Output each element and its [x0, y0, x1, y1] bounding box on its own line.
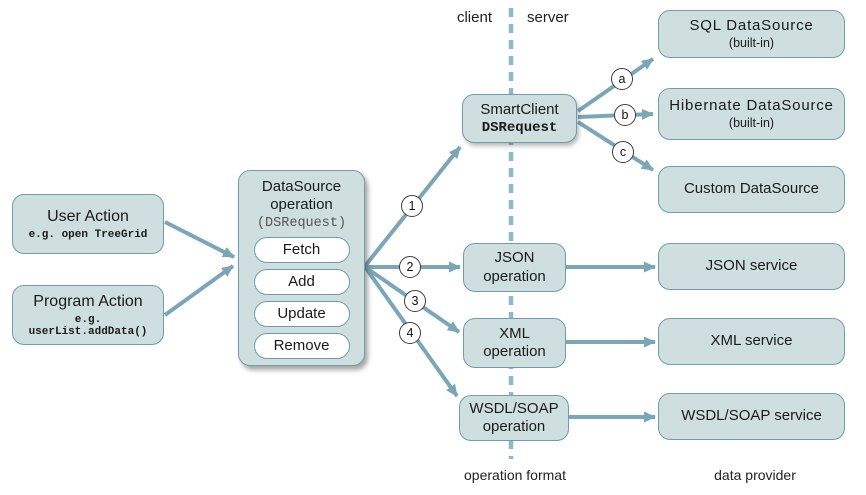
- update-operation-pill: Update: [253, 300, 350, 327]
- smartclient-dsrequest-label: DSRequest: [481, 119, 558, 136]
- json-operation-line1: JSON: [494, 249, 535, 267]
- datasource-operation-box: DataSource operation (DSRequest) Fetch A…: [238, 170, 365, 366]
- arrow-program-action-to-datasource: [163, 264, 235, 317]
- fetch-operation-pill: Fetch: [253, 236, 350, 263]
- arrow-badge-1: 1: [401, 195, 423, 217]
- add-operation-pill: Add: [253, 268, 350, 295]
- arrow-badge-4: 4: [399, 322, 421, 344]
- user-action-box: User Action e.g. open TreeGrid: [12, 194, 164, 254]
- xml-service-box: XML service: [658, 318, 845, 365]
- arrow-badge-2: 2: [399, 256, 421, 278]
- hibernate-datasource-box: Hibernate DataSource (built-in): [658, 88, 845, 140]
- program-action-title: Program Action: [33, 292, 143, 310]
- arrow-user-action-to-datasource: [164, 220, 235, 259]
- xml-operation-line1: XML: [499, 324, 530, 342]
- wsdl-soap-operation-box: WSDL/SOAP operation: [459, 395, 569, 441]
- wsdl-soap-operation-line2: operation: [482, 418, 546, 435]
- sql-datasource-subtitle: (built-in): [728, 36, 775, 51]
- user-action-title: User Action: [47, 207, 129, 225]
- dsrequest-type-label: (DSRequest): [256, 215, 347, 231]
- operation-format-label: operation format: [464, 467, 566, 483]
- arrow-badge-3: 3: [404, 290, 426, 312]
- program-action-example: e.g. userList.addData(): [28, 314, 148, 339]
- smartclient-dsrequest-box: SmartClient DSRequest: [462, 94, 577, 143]
- custom-datasource-box: Custom DataSource: [658, 166, 845, 213]
- data-provider-label: data provider: [714, 467, 796, 483]
- client-zone-label: client: [456, 9, 492, 26]
- datasource-operation-title-line2: operation: [270, 196, 333, 214]
- json-service-title: JSON service: [705, 257, 798, 275]
- program-action-box: Program Action e.g. userList.addData(): [12, 285, 164, 345]
- xml-operation-box: XML operation: [463, 318, 566, 368]
- json-operation-line2: operation: [483, 267, 546, 285]
- hibernate-datasource-title: Hibernate DataSource: [669, 96, 834, 114]
- hibernate-datasource-subtitle: (built-in): [728, 116, 775, 131]
- json-service-box: JSON service: [658, 243, 845, 290]
- json-operation-box: JSON operation: [463, 243, 566, 292]
- server-zone-label: server: [527, 9, 569, 26]
- user-action-example: e.g. open TreeGrid: [28, 229, 148, 242]
- xml-operation-line2: operation: [483, 343, 546, 360]
- smartclient-title: SmartClient: [480, 101, 559, 119]
- arrow-badge-c: c: [612, 141, 634, 163]
- custom-datasource-title: Custom DataSource: [683, 180, 820, 198]
- wsdl-soap-service-title: WSDL/SOAP service: [681, 407, 822, 425]
- datasource-operation-title-line1: DataSource: [261, 178, 342, 195]
- wsdl-soap-service-box: WSDL/SOAP service: [658, 393, 845, 440]
- remove-operation-pill: Remove: [253, 332, 350, 359]
- wsdl-soap-operation-line1: WSDL/SOAP: [469, 399, 559, 417]
- sql-datasource-box: SQL DataSource (built-in): [658, 10, 845, 58]
- arrow-badge-a: a: [611, 68, 633, 90]
- sql-datasource-title: SQL DataSource: [689, 16, 814, 34]
- xml-service-title: XML service: [710, 332, 793, 350]
- arrow-badge-b: b: [614, 104, 636, 126]
